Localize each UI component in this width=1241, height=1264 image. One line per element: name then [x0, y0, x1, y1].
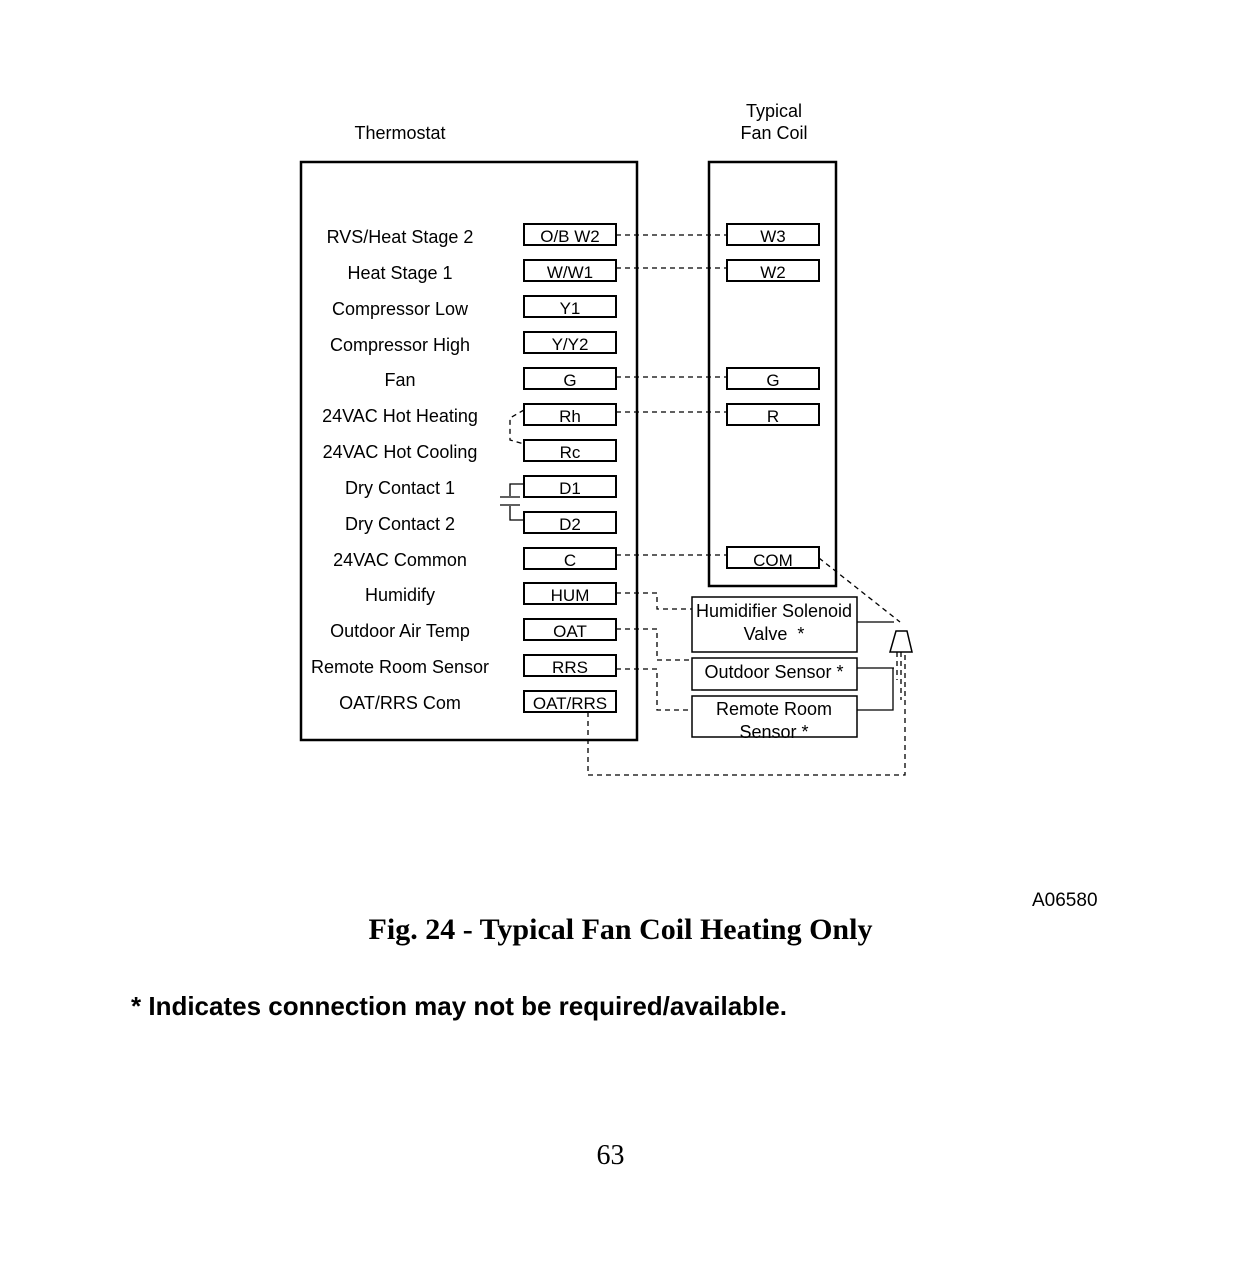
terminal-oat: OAT — [553, 622, 587, 641]
terminal-w-w1: W/W1 — [547, 263, 593, 282]
terminal-box-w-w1 — [523, 259, 617, 282]
humidifier-label-line1: Humidifier Solenoid — [696, 601, 852, 621]
terminal-y1: Y1 — [560, 299, 581, 318]
row-label-24vac-hot-heating: 24VAC Hot Heating — [322, 406, 478, 426]
remote-room-label-line2: Sensor * — [739, 722, 808, 742]
row-label-oat-rrs-com: OAT/RRS Com — [339, 693, 461, 713]
fancoil-terminal-box-g — [726, 367, 820, 390]
humidifier-label-line2: Valve * — [744, 624, 805, 644]
terminal-box-c — [523, 547, 617, 570]
page-number: 63 — [596, 1140, 625, 1171]
terminal-rc: Rc — [560, 443, 581, 462]
terminal-box-d2 — [523, 511, 617, 534]
outdoor-sensor-box — [691, 657, 858, 691]
device-wiring-solid — [857, 621, 894, 711]
fancoil-title-line1: Typical — [746, 101, 802, 121]
fancoil-terminal-w2: W2 — [760, 263, 786, 282]
thermostat-title: Thermostat — [354, 123, 445, 143]
footnote: * Indicates connection may not be requir… — [131, 991, 787, 1021]
remote-room-label-line1: Remote Room — [716, 699, 832, 719]
remote-room-sensor-box — [691, 695, 858, 738]
terminal-g: G — [563, 371, 576, 390]
device-boxes — [691, 596, 858, 738]
fancoil-box — [707, 160, 838, 588]
terminal-box-d1 — [523, 475, 617, 498]
figure-caption: Fig. 24 - Typical Fan Coil Heating Only — [368, 913, 873, 946]
terminal-box-y1 — [523, 295, 617, 318]
fancoil-terminal-g: G — [766, 371, 779, 390]
row-label-dry-contact-1: Dry Contact 1 — [345, 478, 455, 498]
terminal-box-y-y2 — [523, 331, 617, 354]
fancoil-terminal-w3: W3 — [760, 227, 786, 246]
terminal-box-g — [523, 367, 617, 390]
wire-oat-rrs-com-return — [587, 652, 906, 776]
row-label-fan: Fan — [384, 370, 415, 390]
field-wiring-dashed — [509, 234, 906, 776]
dry-contact-icon — [500, 483, 524, 521]
wire-remote-sensor-out — [857, 668, 894, 711]
terminal-d1: D1 — [559, 479, 581, 498]
outdoor-sensor-label: Outdoor Sensor * — [704, 662, 843, 682]
terminal-box-rrs — [523, 654, 617, 677]
terminal-rh: Rh — [559, 407, 581, 426]
figure-code: A06580 — [1032, 890, 1098, 911]
fancoil-title-line2: Fan Coil — [740, 123, 807, 143]
row-label-24vac-common: 24VAC Common — [333, 550, 467, 570]
terminal-ob-w2: O/B W2 — [540, 227, 600, 246]
terminal-c: C — [564, 551, 576, 570]
row-label-compressor-high: Compressor High — [330, 335, 470, 355]
row-label-humidify: Humidify — [365, 585, 435, 605]
terminal-rrs: RRS — [552, 658, 588, 677]
row-label-dry-contact-2: Dry Contact 2 — [345, 514, 455, 534]
terminal-d2: D2 — [559, 515, 581, 534]
wiring-diagram: Thermostat Typical Fan Coil RVS/Heat Sta… — [299, 101, 913, 776]
wire-rrs-to-remote-sensor — [616, 668, 692, 711]
terminal-box-rh — [523, 403, 617, 426]
terminal-oat-rrs: OAT/RRS — [533, 694, 607, 713]
terminal-box-oat-rrs — [523, 690, 617, 713]
thermostat-terminal-labels: O/B W2 W/W1 Y1 Y/Y2 G Rh Rc D1 D2 C HUM … — [533, 227, 607, 713]
fancoil-terminal-r: R — [767, 407, 779, 426]
wire-hum-to-humidifier — [616, 592, 692, 610]
fancoil-terminal-box-w2 — [726, 259, 820, 282]
wire-rh-rc-jumper — [509, 409, 525, 445]
fancoil-terminal-com: COM — [753, 551, 793, 570]
row-label-remote-room-sensor: Remote Room Sensor — [311, 657, 489, 677]
humidifier-solenoid-box — [691, 596, 858, 653]
fancoil-terminal-labels: W3 W2 G R COM — [753, 227, 793, 570]
row-label-rvs-heat-stage-2: RVS/Heat Stage 2 — [327, 227, 474, 247]
fancoil-terminal-box-r — [726, 403, 820, 426]
terminal-y-y2: Y/Y2 — [552, 335, 589, 354]
thermostat-box — [299, 160, 639, 742]
fancoil-terminal-box-com — [726, 546, 820, 569]
terminal-hum: HUM — [551, 586, 590, 605]
thermostat-labels: RVS/Heat Stage 2 Heat Stage 1 Compressor… — [311, 227, 489, 713]
wire-oat-to-outdoor-sensor — [616, 628, 692, 661]
transformer-icon — [889, 630, 913, 653]
row-label-24vac-hot-cooling: 24VAC Hot Cooling — [323, 442, 478, 462]
terminal-box-rc — [523, 439, 617, 462]
row-label-heat-stage-1: Heat Stage 1 — [347, 263, 452, 283]
row-label-compressor-low: Compressor Low — [332, 299, 469, 319]
device-labels: Humidifier Solenoid Valve * Outdoor Sens… — [696, 601, 852, 742]
row-label-outdoor-air-temp: Outdoor Air Temp — [330, 621, 470, 641]
